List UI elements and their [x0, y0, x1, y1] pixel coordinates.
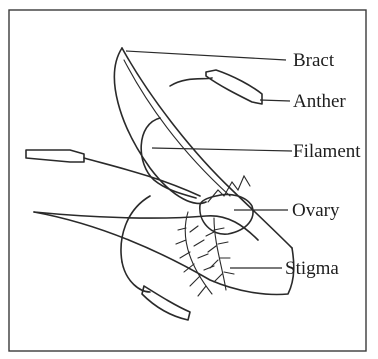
stigma-label: Stigma: [285, 258, 339, 279]
ovary-label: Ovary: [292, 200, 340, 221]
stamen-upper-right: [170, 70, 262, 104]
bract-label: Bract: [293, 50, 335, 71]
stamen-left: [26, 150, 200, 196]
lower-bract: [34, 212, 294, 294]
filament-leader: [152, 148, 292, 151]
filament-label: Filament: [293, 141, 361, 162]
anther-label: Anther: [293, 91, 346, 112]
stamen-lower: [122, 262, 190, 320]
bract-leader: [126, 51, 286, 60]
anther-leader: [260, 100, 290, 101]
